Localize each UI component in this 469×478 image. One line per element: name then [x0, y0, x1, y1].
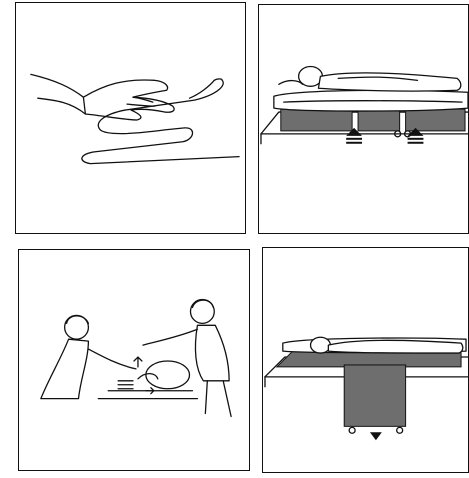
sheet-removal-illustration	[263, 248, 468, 472]
panel-carers-positioning-sheet	[18, 249, 250, 471]
down-arrow-icon	[370, 432, 382, 440]
hand-folding-illustration	[16, 3, 245, 233]
panel-patient-on-bed	[258, 4, 469, 234]
patient-bed-illustration	[259, 5, 468, 233]
panel-hand-folding-sheet	[15, 2, 246, 234]
carers-illustration	[19, 250, 249, 470]
panel-sheet-pulled-out	[262, 247, 469, 473]
